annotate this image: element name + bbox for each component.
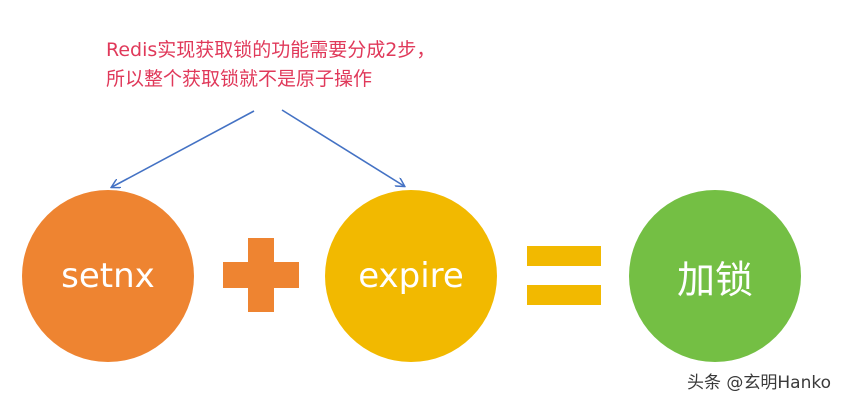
expire-circle: expire — [325, 190, 497, 362]
equals-top-bar — [527, 246, 601, 266]
plus-vertical-bar — [248, 238, 274, 312]
arrow-to-expire — [281, 109, 404, 186]
annotation-line-2: 所以整个获取锁就不是原子操作 — [106, 68, 373, 90]
equals-bottom-bar — [527, 285, 601, 305]
expire-label: expire — [358, 256, 464, 296]
arrow-to-setnx — [112, 110, 255, 187]
setnx-label: setnx — [61, 256, 155, 296]
lock-label: 加锁 — [676, 257, 753, 302]
annotation-line-1: Redis实现获取锁的功能需要分成2步， — [106, 39, 436, 61]
annotation-text: Redis实现获取锁的功能需要分成2步， 所以整个获取锁就不是原子操作 — [106, 36, 526, 94]
watermark: 头条 @玄明Hanko — [686, 373, 831, 393]
lock-circle: 加锁 — [629, 190, 801, 362]
setnx-circle: setnx — [22, 190, 194, 362]
